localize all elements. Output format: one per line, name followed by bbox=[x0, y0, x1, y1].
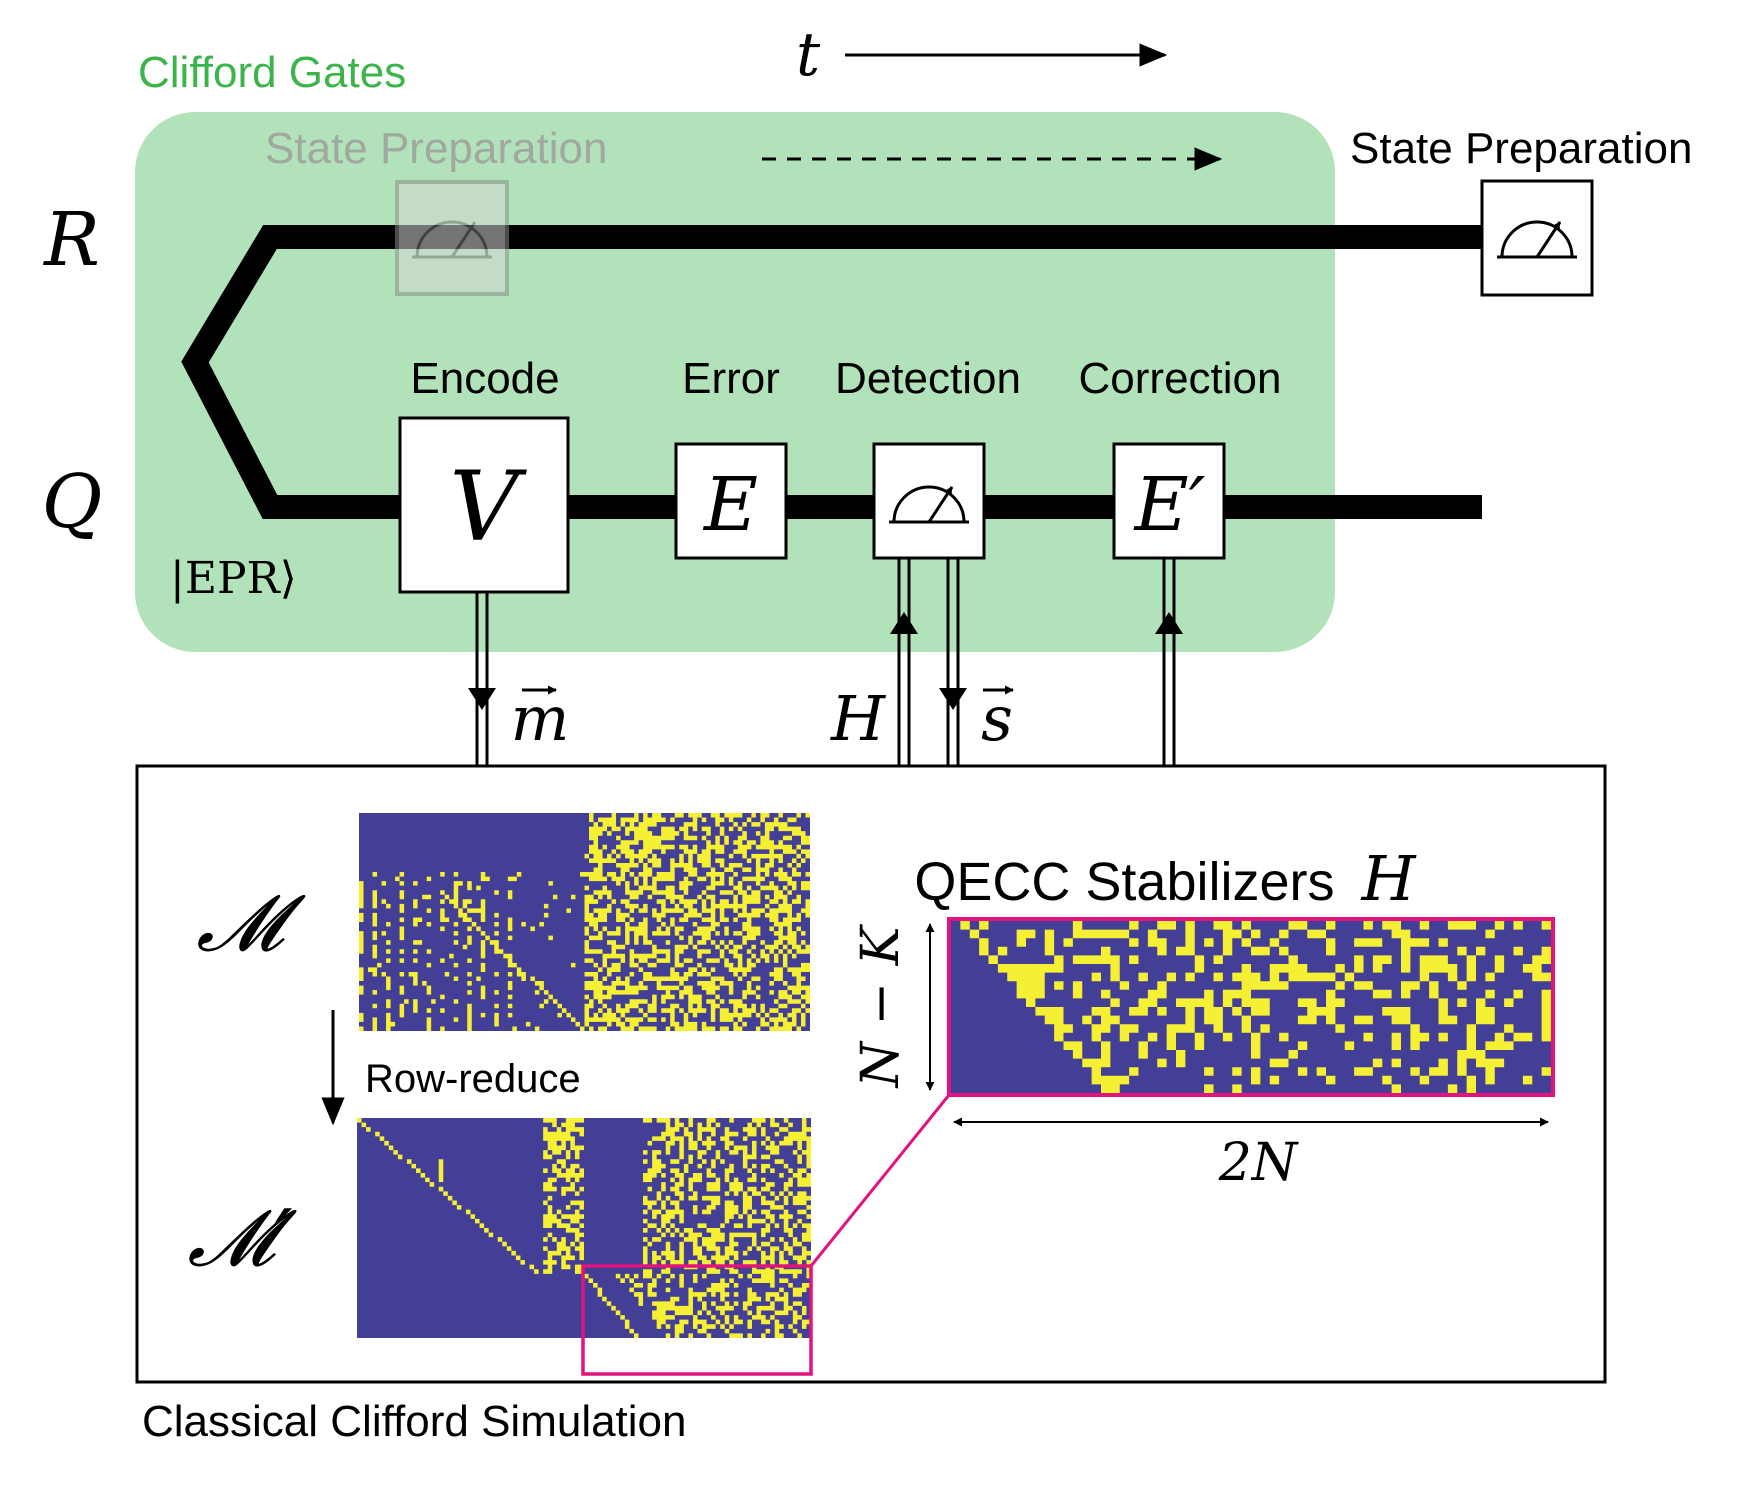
encode-gate bbox=[398, 416, 570, 594]
correction-gate-symbol: E′ bbox=[1133, 462, 1206, 548]
q-wire-label: Q bbox=[42, 459, 103, 545]
r-wire-label: R bbox=[42, 197, 100, 283]
encode-label: Encode bbox=[410, 354, 559, 403]
m-vector-label: m bbox=[511, 682, 570, 755]
classical-wire-h bbox=[890, 558, 918, 766]
zoom-connector-line bbox=[809, 1094, 951, 1267]
stabilizer-matrix-frame bbox=[947, 917, 1555, 1097]
encode-gate-symbol: V bbox=[449, 451, 527, 563]
error-gate bbox=[674, 442, 788, 560]
stabilizers-title: QECC Stabilizers H bbox=[914, 842, 1417, 915]
detection-meter bbox=[872, 442, 986, 560]
width-dimension-label: 2N bbox=[1218, 1133, 1299, 1193]
final-meter bbox=[1480, 179, 1594, 297]
clifford-gates-label: Clifford Gates bbox=[138, 48, 406, 97]
error-label: Error bbox=[682, 354, 780, 403]
classical-wire-m bbox=[468, 592, 496, 766]
svg-text:m: m bbox=[511, 682, 570, 755]
classical-wire-correction bbox=[1155, 558, 1183, 766]
time-label: t bbox=[796, 20, 821, 90]
s-vector-label: s bbox=[981, 682, 1014, 755]
h-signal-label: H bbox=[830, 682, 887, 755]
classical-wire-s bbox=[939, 558, 967, 766]
epr-label: |EPR⟩ bbox=[170, 553, 297, 604]
matrix-m-heatmap bbox=[359, 813, 810, 1031]
classical-simulation-box bbox=[135, 764, 1607, 1384]
detection-label: Detection bbox=[835, 354, 1021, 403]
epr-wires bbox=[181, 225, 1482, 519]
ghost-meter bbox=[395, 180, 509, 296]
correction-gate bbox=[1112, 442, 1226, 560]
state-prep-label: State Preparation bbox=[1350, 124, 1692, 173]
error-gate-symbol: E bbox=[702, 462, 758, 548]
correction-label: Correction bbox=[1079, 354, 1282, 403]
matrix-m-prime-label: 𝓜′ bbox=[187, 1194, 297, 1284]
highlight-subblock bbox=[581, 1264, 813, 1376]
row-reduce-label: Row-reduce bbox=[365, 1057, 581, 1101]
matrix-m-label: 𝓜 bbox=[196, 879, 306, 969]
ghost-state-prep-label: State Preparation bbox=[265, 124, 607, 173]
stabilizer-matrix-heatmap bbox=[951, 921, 1552, 1093]
classical-simulation-label: Classical Clifford Simulation bbox=[142, 1397, 687, 1446]
svg-text:s: s bbox=[981, 682, 1013, 755]
height-dimension-label: N − K bbox=[851, 923, 911, 1089]
